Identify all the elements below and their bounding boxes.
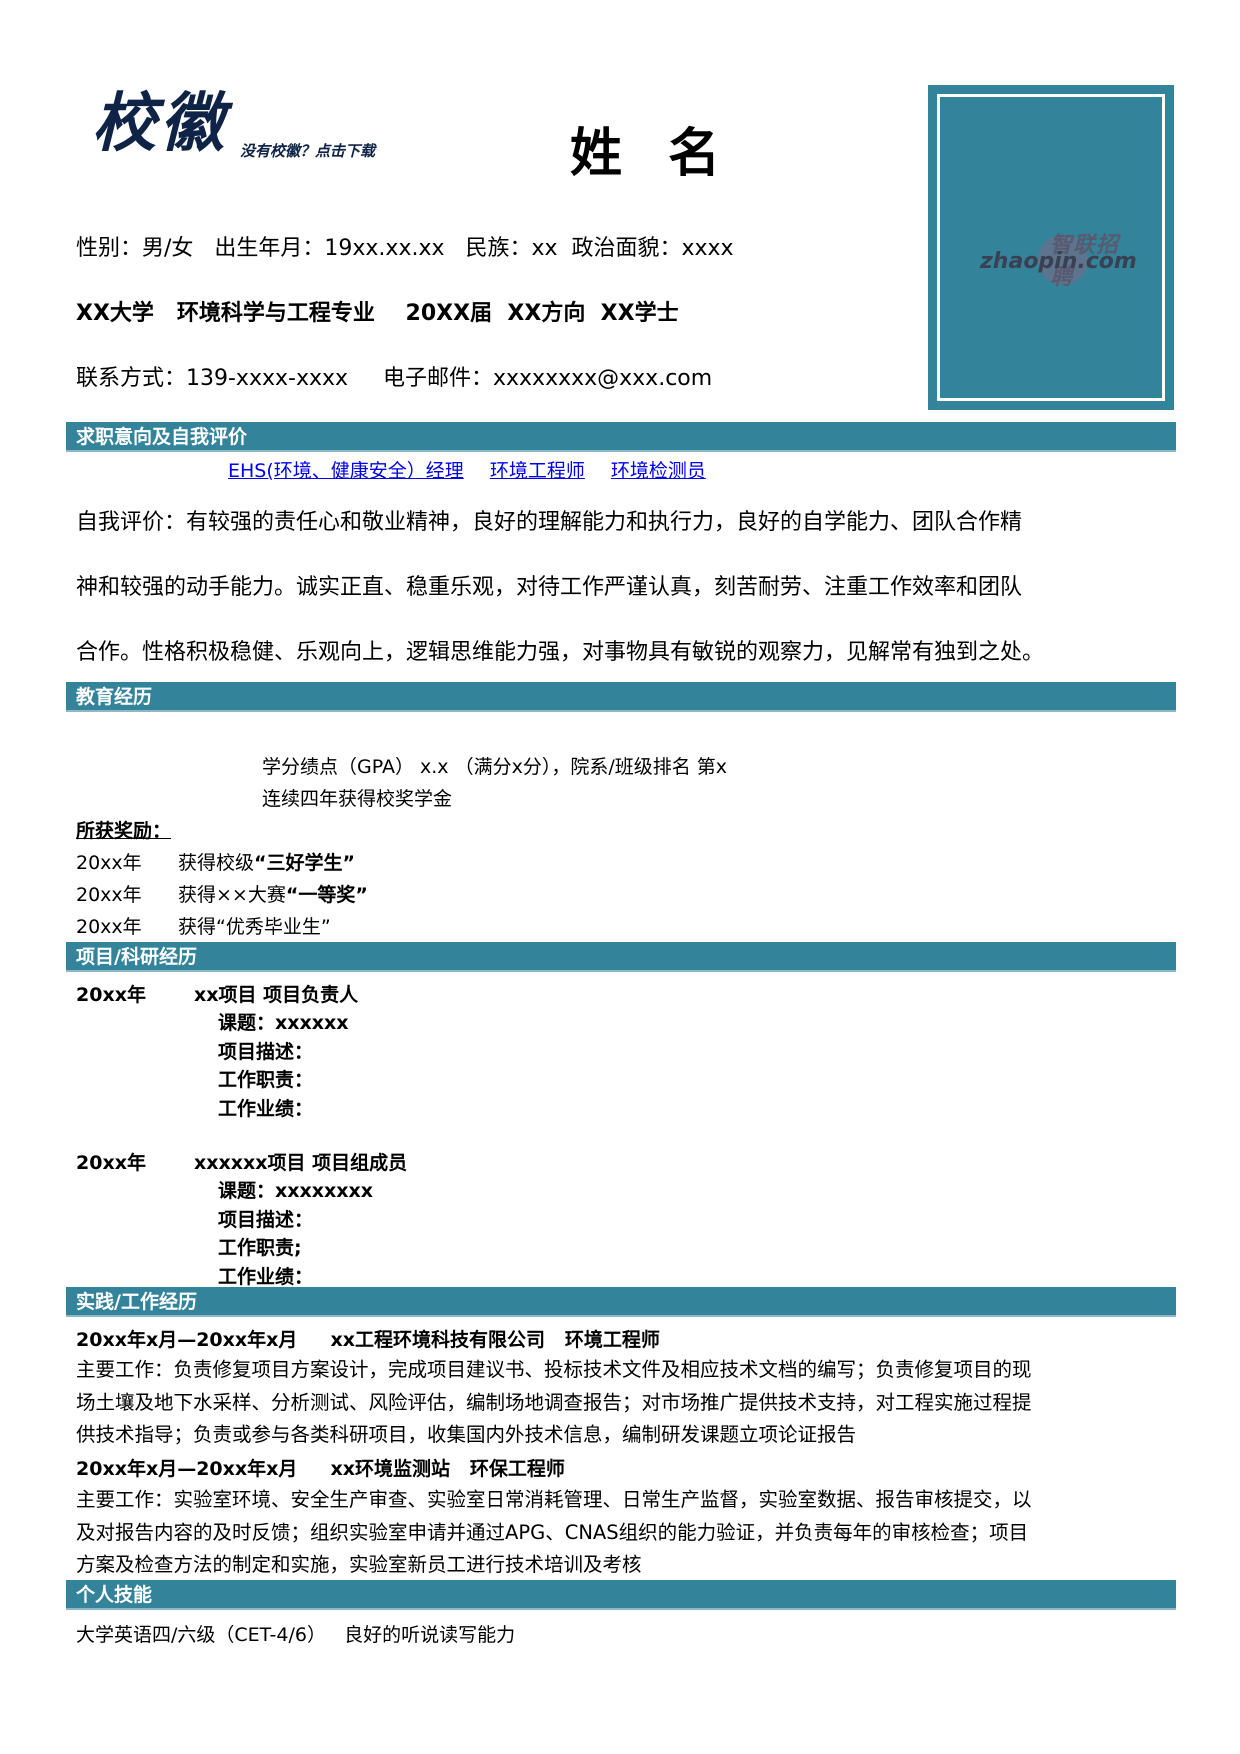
work-line: 主要工作：实验室环境、安全生产审查、实验室日常消耗管理、日常生产监督，实验室数据… — [76, 1488, 1032, 1511]
project-detail: 课题：xxxxxxxx — [218, 1180, 374, 1202]
self-evaluation: 自我评价：有较强的责任心和敬业精神，良好的理解能力和执行力，良好的自学能力、团队… — [76, 490, 1176, 685]
watermark-circle-icon — [1038, 235, 1088, 285]
section-header-projects: 项目/科研经历 — [66, 942, 1176, 972]
self-eval-line: 自我评价：有较强的责任心和敬业精神，良好的理解能力和执行力，良好的自学能力、团队… — [76, 510, 1023, 535]
download-logo-link[interactable]: 没有校徽？点击下载 — [240, 142, 376, 160]
work-line: 场土壤及地下水采样、分析测试、风险评估，编制场地调查报告；对市场推广提供技术支持… — [76, 1390, 1032, 1414]
award-row: 20xx年 获得“优秀毕业生” — [76, 912, 331, 939]
contact-info: 联系方式：139-xxxx-xxxx 电子邮件：xxxxxxxx@xxx.com — [76, 366, 713, 391]
project-detail: 项目描述： — [218, 1040, 314, 1063]
work-heading: 20xx年x月—20xx年x月 xx工程环境科技有限公司 环境工程师 — [76, 1329, 660, 1351]
gpa-line: 学分绩点（GPA） x.x （满分x分），院系/班级排名 第x — [262, 756, 728, 778]
work-line: 方案及检查方法的制定和实施，实验室新员工进行技术培训及考核 — [76, 1553, 642, 1576]
section-header-skills: 个人技能 — [66, 1580, 1176, 1610]
project-heading: 20xx年 xxxxxx项目 项目组成员 — [76, 1148, 407, 1175]
project-year: 20xx年 — [76, 1152, 146, 1174]
photo-border: 智联招聘 zhaopin.com — [937, 94, 1165, 401]
work-line: 供技术指导；负责或参与各类科研项目，收集国内外技术信息，编制研发课题立项论证报告 — [76, 1423, 857, 1446]
work-description: 主要工作：实验室环境、安全生产审查、实验室日常消耗管理、日常生产监督，实验室数据… — [76, 1484, 1174, 1582]
project-detail: 工作业绩： — [218, 1265, 314, 1288]
award-highlight: “三好学生” — [254, 852, 355, 874]
project-detail: 课题：xxxxxx — [218, 1012, 349, 1034]
project-detail: 工作职责： — [218, 1069, 314, 1091]
work-line: 及对报告内容的及时反馈；组织实验室申请并通过APG、CNAS组织的能力验证，并负… — [76, 1520, 1029, 1544]
self-eval-line: 合作。性格积极稳健、乐观向上，逻辑思维能力强，对事物具有敏锐的观察力，见解常有独… — [76, 640, 1045, 665]
section-header-education: 教育经历 — [66, 682, 1176, 712]
project-details: 课题：xxxxxxxx 项目描述： 工作职责; 工作业绩： — [218, 1177, 373, 1291]
education-summary: XX大学 环境科学与工程专业 20XX届 XX方向 XX学士 — [76, 301, 679, 326]
award-row: 20xx年 获得××大赛“一等奖” — [76, 880, 368, 907]
award-row: 20xx年 获得校级“三好学生” — [76, 848, 355, 875]
project-detail: 工作职责; — [218, 1237, 302, 1259]
work-heading: 20xx年x月—20xx年x月 xx环境监测站 环保工程师 — [76, 1458, 565, 1480]
award-year: 20xx年 — [76, 916, 142, 938]
target-link-inspector[interactable]: 环境检测员 — [610, 460, 706, 482]
personal-info: 性别：男/女 出生年月：19xx.xx.xx 民族：xx 政治面貌：xxxx — [76, 236, 734, 261]
award-year: 20xx年 — [76, 852, 142, 874]
watermark-logo: 智联招聘 zhaopin.com — [980, 227, 1140, 290]
award-text: 获得校级 — [178, 852, 255, 874]
project-name: xxxxxx项目 项目组成员 — [194, 1152, 408, 1174]
school-logo: 校徽 — [92, 86, 228, 161]
section-header-objective: 求职意向及自我评价 — [66, 422, 1176, 452]
target-link-engineer[interactable]: 环境工程师 — [489, 460, 585, 482]
project-year: 20xx年 — [76, 984, 146, 1006]
candidate-name: 姓 名 — [570, 124, 735, 184]
project-details: 课题：xxxxxx 项目描述： 工作职责： 工作业绩： — [218, 1009, 349, 1123]
award-text: 获得××大赛 — [178, 884, 286, 906]
work-line: 主要工作：负责修复项目方案设计，完成项目建议书、投标技术文件及相应技术文档的编写… — [76, 1358, 1032, 1381]
award-highlight: “一等奖” — [285, 884, 368, 906]
skills-line: 大学英语四/六级（CET-4/6） 良好的听说读写能力 — [76, 1624, 516, 1646]
job-targets: EHS(环境、健康安全）经理 环境工程师 环境检测员 — [228, 456, 726, 483]
project-name: xx项目 项目负责人 — [194, 984, 359, 1006]
section-header-work: 实践/工作经历 — [66, 1287, 1176, 1317]
watermark-en: zhaopin.com — [980, 249, 1137, 274]
project-detail: 工作业绩： — [218, 1097, 314, 1120]
self-eval-line: 神和较强的动手能力。诚实正直、稳重乐观，对待工作严谨认真，刻苦耐劳、注重工作效率… — [76, 575, 1023, 600]
award-text: 获得“优秀毕业生” — [178, 916, 331, 938]
awards-label: 所获奖励： — [76, 820, 172, 842]
award-year: 20xx年 — [76, 884, 142, 906]
target-link-ehs[interactable]: EHS(环境、健康安全）经理 — [228, 460, 464, 482]
scholarship-line: 连续四年获得校奖学金 — [262, 788, 453, 810]
project-detail: 项目描述： — [218, 1208, 314, 1231]
watermark-cn: 智联招聘 — [1050, 233, 1120, 290]
project-heading: 20xx年 xx项目 项目负责人 — [76, 980, 358, 1007]
photo-frame[interactable]: 智联招聘 zhaopin.com — [928, 85, 1174, 410]
work-description: 主要工作：负责修复项目方案设计，完成项目建议书、投标技术文件及相应技术文档的编写… — [76, 1354, 1174, 1452]
